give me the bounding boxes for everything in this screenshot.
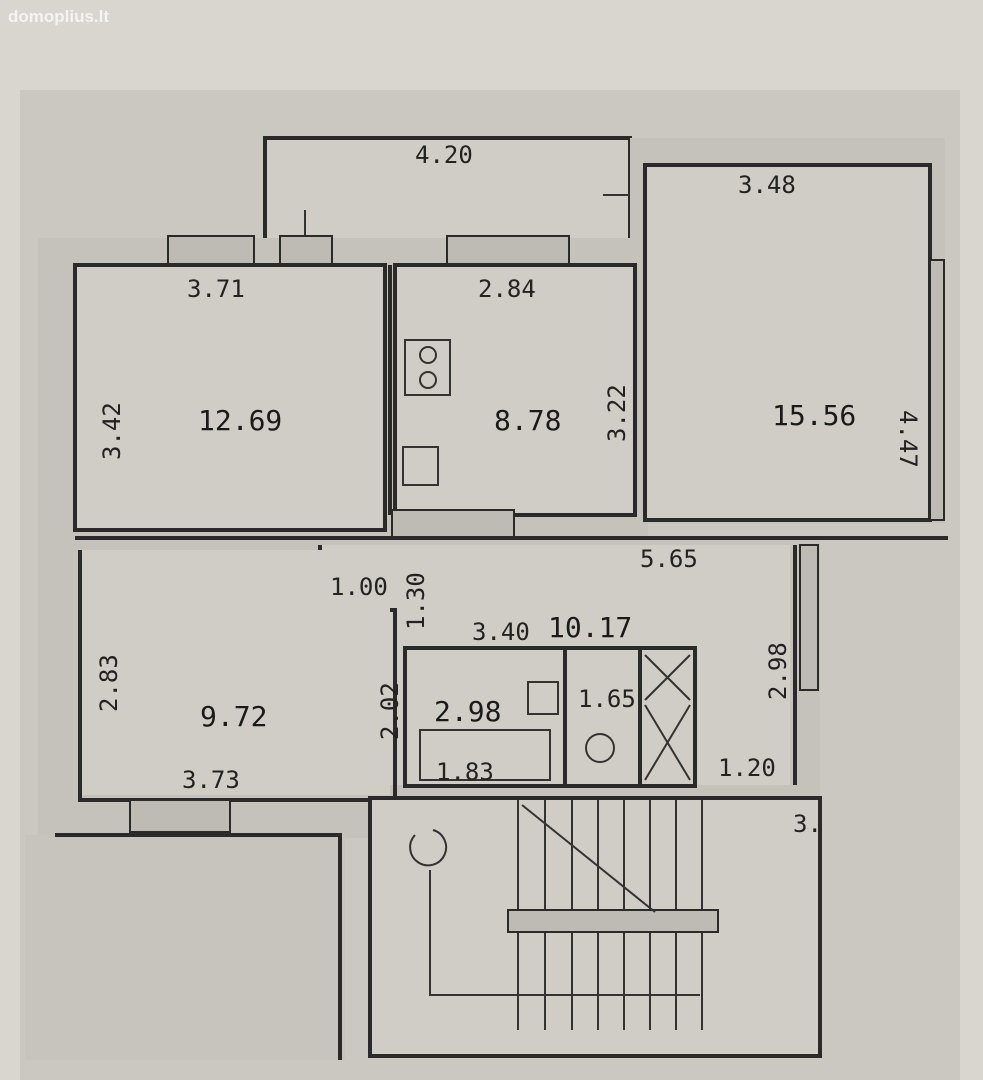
stairwell — [368, 796, 822, 1058]
stove-icon — [404, 339, 451, 396]
room-top-left-area: 12.69 — [198, 404, 282, 437]
bathroom-area: 2.98 — [434, 695, 501, 728]
washbasin-icon — [527, 681, 559, 715]
hallway-area: 10.17 — [548, 611, 632, 644]
kitchen-width: 2.84 — [478, 275, 536, 303]
room-top-left-height: 3.42 — [98, 402, 126, 460]
room-top-right-height: 4.47 — [894, 410, 922, 468]
room-top-right-area: 15.56 — [772, 399, 856, 432]
kitchen — [391, 263, 637, 539]
room-top-right — [643, 163, 945, 522]
room-top-left — [73, 263, 387, 532]
toilet-icon — [585, 733, 615, 763]
room-top-left-width: 3.71 — [187, 275, 245, 303]
bathroom-block — [403, 646, 697, 788]
room-top-right-width: 3.48 — [738, 171, 796, 199]
closet-width: 1.00 — [330, 573, 388, 601]
internal-walls — [75, 265, 948, 540]
rotation-arrow-icon — [409, 829, 448, 867]
hallway-height: 2.98 — [764, 642, 792, 700]
sink-icon — [402, 446, 439, 486]
room-bottom-left-width: 3.73 — [182, 766, 240, 794]
room-bottom-left-area: 9.72 — [200, 700, 267, 733]
edge-mark: 3. — [793, 810, 822, 838]
bathroom-height: 2.02 — [376, 682, 404, 740]
hallway-width: 3.40 — [472, 618, 530, 646]
windows-top — [167, 235, 570, 265]
hallway-length: 5.65 — [640, 545, 698, 573]
wc-area: 1.65 — [578, 685, 636, 713]
bathtub-length: 1.83 — [436, 758, 494, 786]
closet-depth: 1.30 — [402, 572, 430, 630]
room-bottom-left — [78, 550, 397, 833]
balcony-length: 4.20 — [415, 141, 473, 169]
bathtub-icon — [419, 729, 551, 781]
neighbour-block — [25, 835, 345, 1060]
kitchen-height: 3.22 — [603, 384, 631, 442]
watermark: domoplius.lt — [8, 7, 109, 26]
room-bottom-left-height: 2.83 — [95, 654, 123, 712]
door-width: 1.20 — [718, 754, 776, 782]
kitchen-area: 8.78 — [494, 404, 561, 437]
